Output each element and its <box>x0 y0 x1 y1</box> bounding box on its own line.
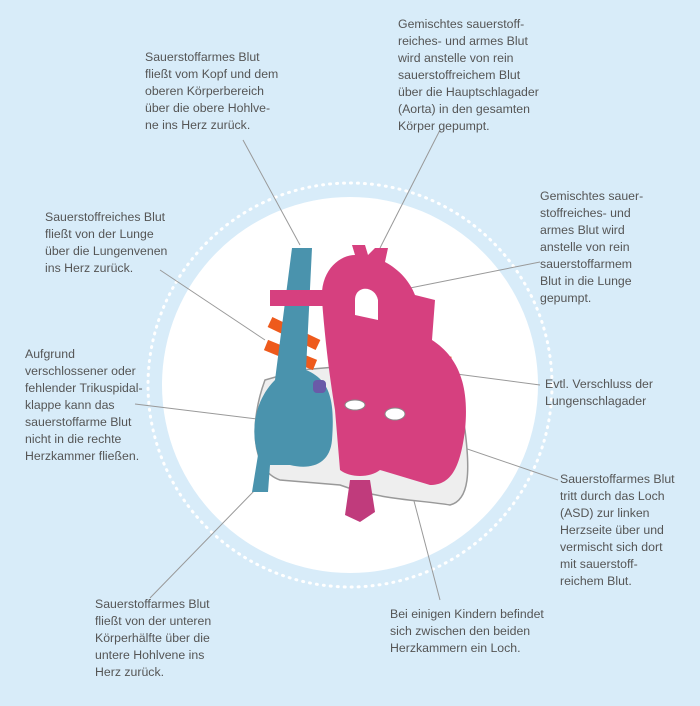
valve-left <box>344 399 366 411</box>
descending-aorta <box>345 480 375 522</box>
label-superior-vena-cava: Sauerstoffarmes Blut fließt vom Kopf und… <box>145 50 279 132</box>
dotted-ring <box>146 181 554 589</box>
valve-right <box>384 407 406 421</box>
label-tricuspid: Aufgrund verschlossener oder fehlender T… <box>25 347 143 463</box>
label-asd: Sauerstoffarmes Blut tritt durch das Loc… <box>560 472 675 588</box>
pulmonary-artery-branch <box>270 290 330 306</box>
label-inferior-vena-cava: Sauerstoffarmes Blut fließt von der unte… <box>95 597 212 679</box>
vena-cava-right-atrium <box>252 248 333 492</box>
label-pulmonary-artery: Evtl. Verschluss der Lungenschlagader <box>545 377 653 408</box>
label-vsd: Bei einigen Kindern befindet sich zwisch… <box>390 607 544 655</box>
label-aorta: Gemischtes sauerstoff- reiches- und arme… <box>398 17 539 133</box>
asd-hole <box>313 380 326 393</box>
label-pulmonary-mixed: Gemischtes sauer- stoffreiches- und arme… <box>540 189 644 305</box>
label-pulmonary-veins: Sauerstoffreiches Blut fließt von der Lu… <box>45 210 168 275</box>
aortic-arch-gap <box>355 288 378 320</box>
